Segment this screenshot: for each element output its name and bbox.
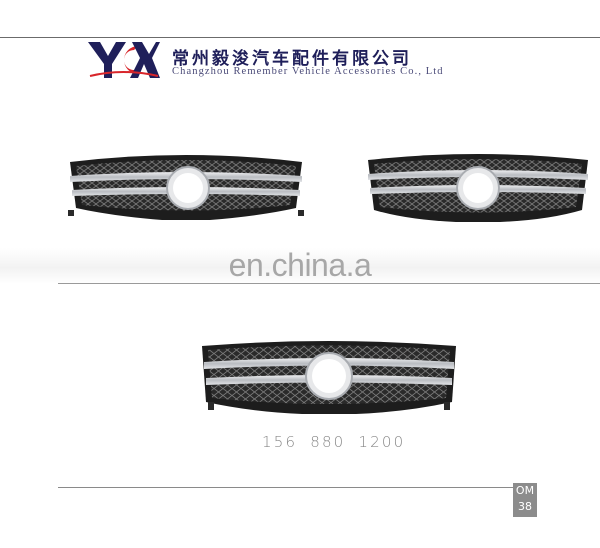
company-name-cn: 常州毅浚汽车配件有限公司 — [172, 49, 412, 69]
grille-image-bottom-center — [202, 341, 456, 414]
grille-image-top-left — [68, 155, 304, 220]
catalog-code-line2: 38 — [518, 500, 532, 513]
company-name-en: Changzhou Remember Vehicle Accessories C… — [172, 66, 444, 77]
middle-rule — [58, 283, 600, 284]
header: 常州毅浚汽车配件有限公司 Changzhou Remember Vehicle … — [0, 0, 600, 90]
catalog-code-badge: OM 38 — [513, 483, 537, 517]
catalog-code-line1: OM — [515, 484, 535, 497]
part-number: 156 880 1200 — [262, 433, 406, 451]
top-rule — [0, 37, 600, 38]
watermark-band — [0, 248, 600, 284]
grille-image-top-right — [368, 154, 588, 222]
watermark-text: en.china.a — [228, 247, 372, 283]
company-logo — [88, 42, 160, 78]
bottom-rule — [58, 487, 514, 488]
